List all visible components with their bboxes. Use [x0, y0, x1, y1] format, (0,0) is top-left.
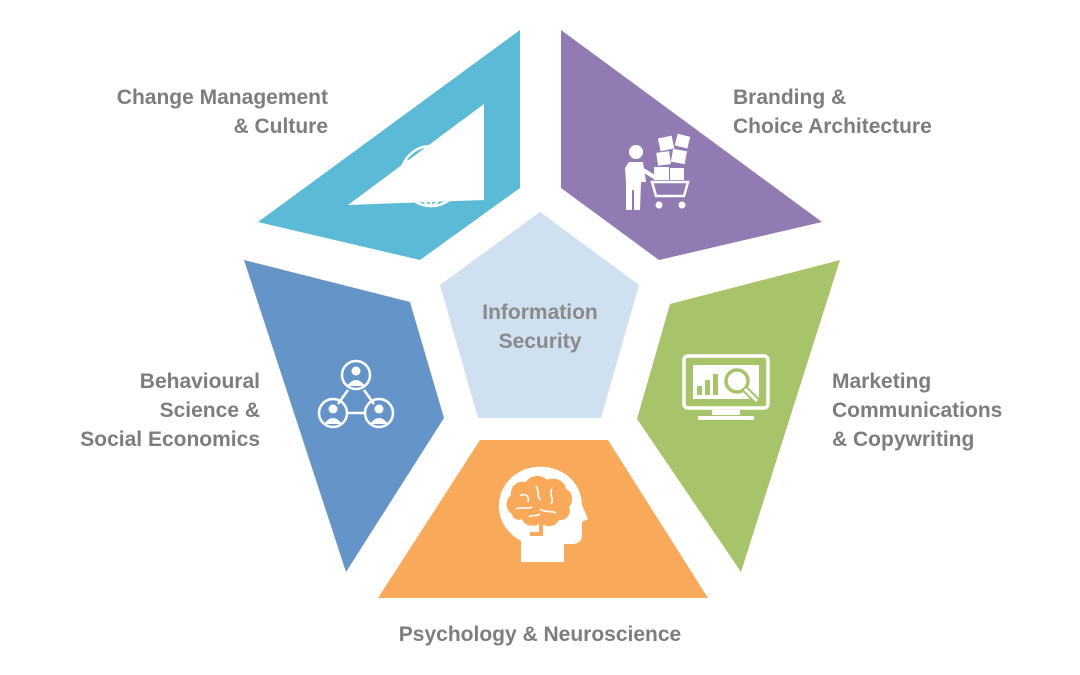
label-change-line1: Change Management — [116, 86, 328, 109]
shopper-cart-icon — [625, 133, 691, 210]
brain-head-icon — [498, 466, 588, 562]
label-behavioural-line1: Behavioural — [139, 370, 260, 393]
center-label: Information Security — [440, 298, 640, 356]
label-change-management: Change Management & Culture — [117, 83, 328, 141]
label-marketing-line3: & Copywriting — [832, 428, 975, 451]
segment-behavioural — [244, 260, 444, 572]
label-behavioural-line2: Science & — [159, 399, 260, 422]
label-behavioural: Behavioural Science & Social Economics — [80, 367, 260, 454]
label-branding-line2: Choice Architecture — [733, 115, 932, 138]
label-branding-line1: Branding & — [733, 86, 847, 109]
segment-change-management — [258, 30, 520, 260]
segment-branding — [561, 30, 822, 260]
people-network-icon — [317, 359, 395, 429]
label-behavioural-line3: Social Economics — [80, 428, 260, 451]
center-label-line1: Information — [482, 301, 598, 324]
segment-change-management-inner — [348, 104, 484, 205]
label-change-line2: & Culture — [233, 115, 329, 138]
center-pentagon — [440, 212, 639, 418]
label-psychology-line1: Psychology & Neuroscience — [398, 623, 682, 646]
label-marketing-line2: Communications — [832, 399, 1003, 422]
globe-icon — [399, 144, 463, 208]
label-marketing: Marketing Communications & Copywriting — [832, 367, 1002, 454]
label-marketing-line1: Marketing — [832, 370, 932, 393]
label-branding: Branding & Choice Architecture — [733, 83, 932, 141]
monitor-analytics-icon — [682, 354, 770, 420]
label-psychology: Psychology & Neuroscience — [0, 620, 1080, 649]
center-label-line2: Security — [498, 330, 582, 353]
